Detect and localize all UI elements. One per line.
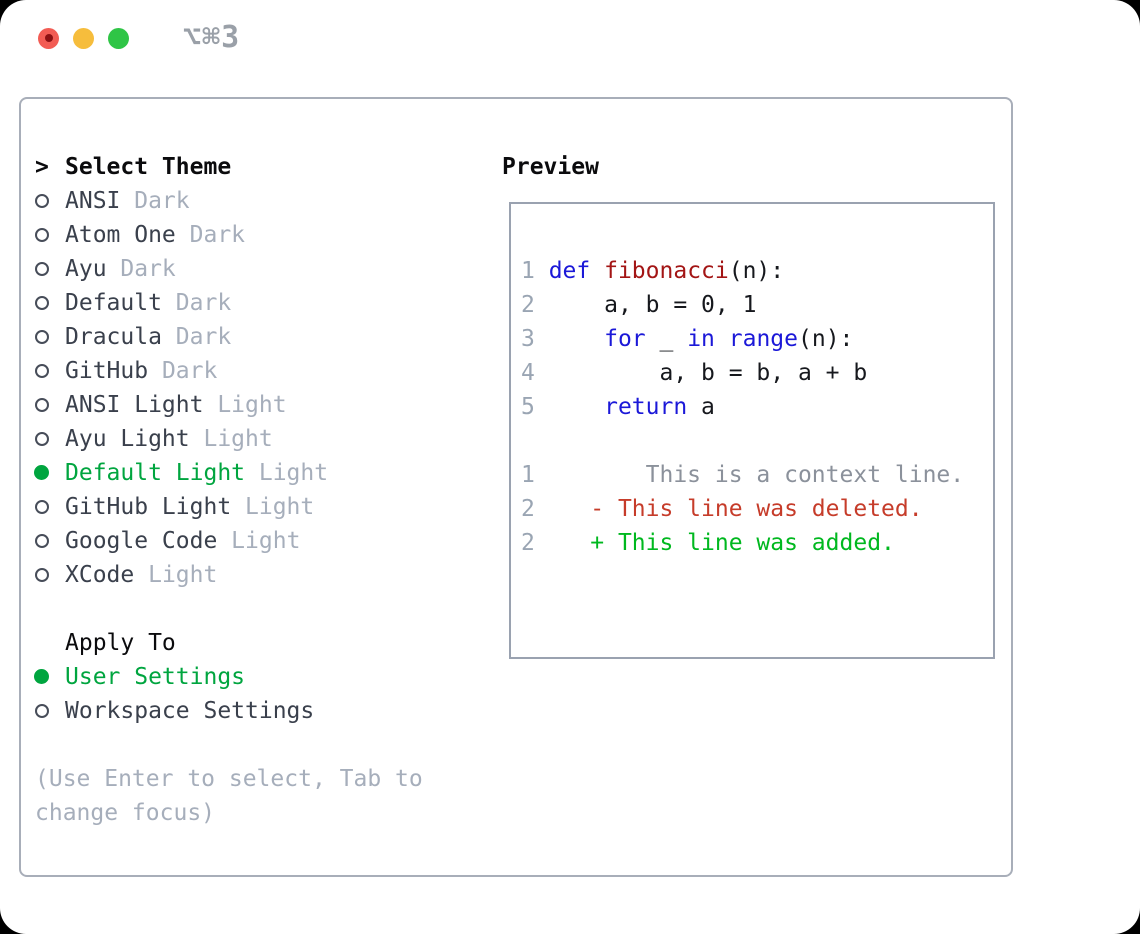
radio-unselected-icon xyxy=(35,694,65,728)
preview-title: Preview xyxy=(502,154,599,180)
code-line: 4 a, b = b, a + b xyxy=(521,360,868,386)
radio-unselected-icon xyxy=(35,218,65,252)
apply-option-workspace-settings[interactable]: Workspace Settings xyxy=(35,694,491,728)
apply-to-header-row: Apply To xyxy=(35,626,491,660)
theme-option-default-dark[interactable]: Default Dark xyxy=(35,286,491,320)
option-variant-tag: Light xyxy=(203,392,287,418)
option-label: GitHub xyxy=(65,358,149,384)
code-line: 1 def fibonacci(n): xyxy=(521,258,785,284)
preview-code: 1 def fibonacci(n): 2 a, b = 0, 1 3 for _ … xyxy=(521,254,993,560)
option-variant-tag: Dark xyxy=(106,256,176,282)
radio-unselected-icon xyxy=(35,252,65,286)
titlebar: ⌥⌘3 xyxy=(38,20,241,55)
preview-box: 1 def fibonacci(n): 2 a, b = 0, 1 3 for _ … xyxy=(509,202,995,659)
option-variant-tag: Dark xyxy=(161,290,232,316)
theme-option-google-code-light[interactable]: Google Code Light xyxy=(35,524,491,558)
tab-shortcut-label: ⌥⌘3 xyxy=(183,20,241,55)
option-label: Atom One xyxy=(65,222,176,248)
select-theme-header-row: > Select Theme xyxy=(35,150,491,184)
option-label: Dracula xyxy=(65,324,162,350)
option-label: Ayu xyxy=(65,256,107,282)
option-variant-tag: Light xyxy=(189,426,273,452)
theme-option-ayu-light-light[interactable]: Ayu Light Light xyxy=(35,422,491,456)
option-label: ANSI xyxy=(65,188,121,214)
option-variant-tag: Light xyxy=(245,460,329,486)
option-variant-tag: Light xyxy=(134,562,218,588)
code-line: 3 for _ in range(n): xyxy=(521,326,854,352)
hint-line-1: (Use Enter to select, Tab to xyxy=(35,766,423,792)
radio-unselected-icon xyxy=(35,524,65,558)
theme-option-ansi-dark[interactable]: ANSI Dark xyxy=(35,184,491,218)
code-line xyxy=(521,424,993,458)
option-label: Google Code xyxy=(65,528,218,554)
theme-option-ansi-light-light[interactable]: ANSI Light Light xyxy=(35,388,491,422)
option-variant-tag: Light xyxy=(231,494,315,520)
option-label: ANSI Light xyxy=(65,392,204,418)
code-line: 5 return a xyxy=(521,394,715,420)
radio-unselected-icon xyxy=(35,320,65,354)
option-label: User Settings xyxy=(65,664,246,690)
code-line: 2 a, b = 0, 1 xyxy=(521,292,757,318)
theme-option-atom-one-dark[interactable]: Atom One Dark xyxy=(35,218,491,252)
radio-unselected-icon xyxy=(35,286,65,320)
option-label: XCode xyxy=(65,562,135,588)
option-label: Default Light xyxy=(65,460,246,486)
apply-to-title: Apply To xyxy=(65,630,176,656)
radio-unselected-icon xyxy=(35,388,65,422)
radio-unselected-icon xyxy=(35,354,65,388)
option-variant-tag: Dark xyxy=(120,188,190,214)
spacer-row xyxy=(35,728,491,762)
option-variant-tag: Dark xyxy=(148,358,218,384)
focus-caret: > xyxy=(35,154,49,180)
theme-option-dracula-dark[interactable]: Dracula Dark xyxy=(35,320,491,354)
radio-unselected-icon xyxy=(35,422,65,456)
close-button-icon[interactable] xyxy=(38,27,59,49)
hint-line-2: change focus) xyxy=(35,800,216,826)
option-variant-tag: Light xyxy=(217,528,301,554)
code-line: 1 This is a context line. xyxy=(521,462,965,488)
theme-option-github-dark[interactable]: GitHub Dark xyxy=(35,354,491,388)
option-label: GitHub Light xyxy=(65,494,232,520)
theme-option-default-light-light[interactable]: Default Light Light xyxy=(34,456,491,490)
option-variant-tag: Dark xyxy=(175,222,246,248)
theme-option-ayu-dark[interactable]: Ayu Dark xyxy=(35,252,491,286)
option-label: Workspace Settings xyxy=(65,698,315,724)
theme-option-xcode-light[interactable]: XCode Light xyxy=(35,558,491,592)
option-label: Ayu Light xyxy=(65,426,190,452)
code-line: 2 - This line was deleted. xyxy=(521,496,923,522)
radio-selected-icon xyxy=(34,660,65,694)
spacer-row xyxy=(35,592,491,626)
radio-unselected-icon xyxy=(35,490,65,524)
zoom-button-icon[interactable] xyxy=(108,27,129,49)
radio-selected-icon xyxy=(34,456,65,490)
apply-to-indent xyxy=(35,626,65,660)
option-label: Default xyxy=(65,290,162,316)
theme-option-github-light-light[interactable]: GitHub Light Light xyxy=(35,490,491,524)
option-variant-tag: Dark xyxy=(161,324,232,350)
apply-option-user-settings[interactable]: User Settings xyxy=(34,660,491,694)
select-theme-title: Select Theme xyxy=(65,154,232,180)
radio-unselected-icon xyxy=(35,184,65,218)
radio-unselected-icon xyxy=(35,558,65,592)
code-line: 2 + This line was added. xyxy=(521,530,895,556)
minimize-button-icon[interactable] xyxy=(73,27,94,49)
